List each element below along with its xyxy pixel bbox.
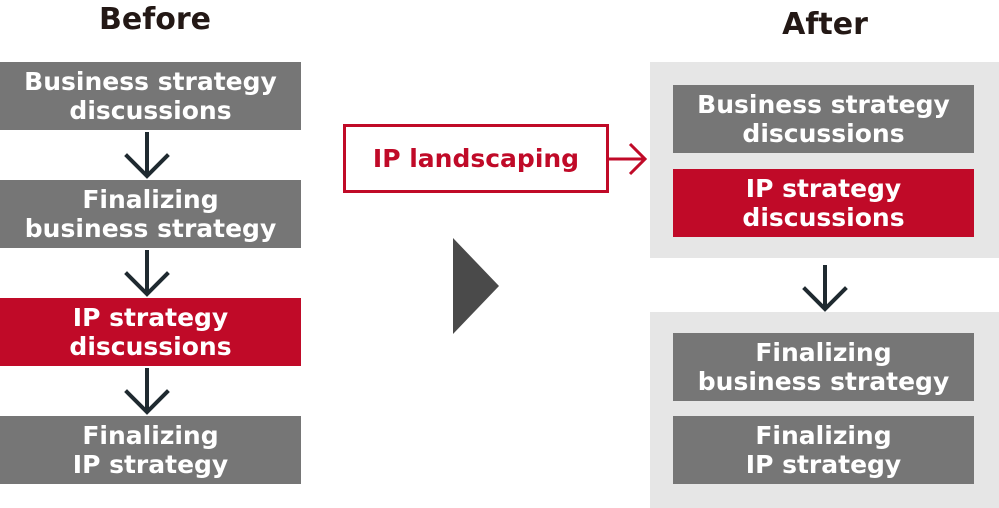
after-step-finalizing-business-strategy: Finalizing business strategy bbox=[673, 333, 974, 401]
before-arrow-3-icon bbox=[124, 368, 170, 415]
before-step-business-strategy-discussions: Business strategy discussions bbox=[0, 62, 301, 130]
before-arrow-1-icon bbox=[124, 132, 170, 179]
after-step-finalizing-ip-strategy: Finalizing IP strategy bbox=[673, 416, 974, 484]
before-step-finalizing-ip-strategy: Finalizing IP strategy bbox=[0, 416, 301, 484]
ip-landscaping-arrow-icon bbox=[609, 142, 648, 176]
ip-landscaping-box: IP landscaping bbox=[343, 124, 609, 193]
transition-triangle-icon bbox=[453, 238, 499, 334]
before-heading: Before bbox=[98, 2, 212, 37]
after-step-ip-strategy-discussions: IP strategy discussions bbox=[673, 169, 974, 237]
after-step-business-strategy-discussions: Business strategy discussions bbox=[673, 85, 974, 153]
after-arrow-icon bbox=[802, 265, 848, 312]
before-step-ip-strategy-discussions: IP strategy discussions bbox=[0, 298, 301, 366]
before-step-finalizing-business-strategy: Finalizing business strategy bbox=[0, 180, 301, 248]
before-arrow-2-icon bbox=[124, 250, 170, 297]
after-heading: After bbox=[782, 7, 868, 42]
